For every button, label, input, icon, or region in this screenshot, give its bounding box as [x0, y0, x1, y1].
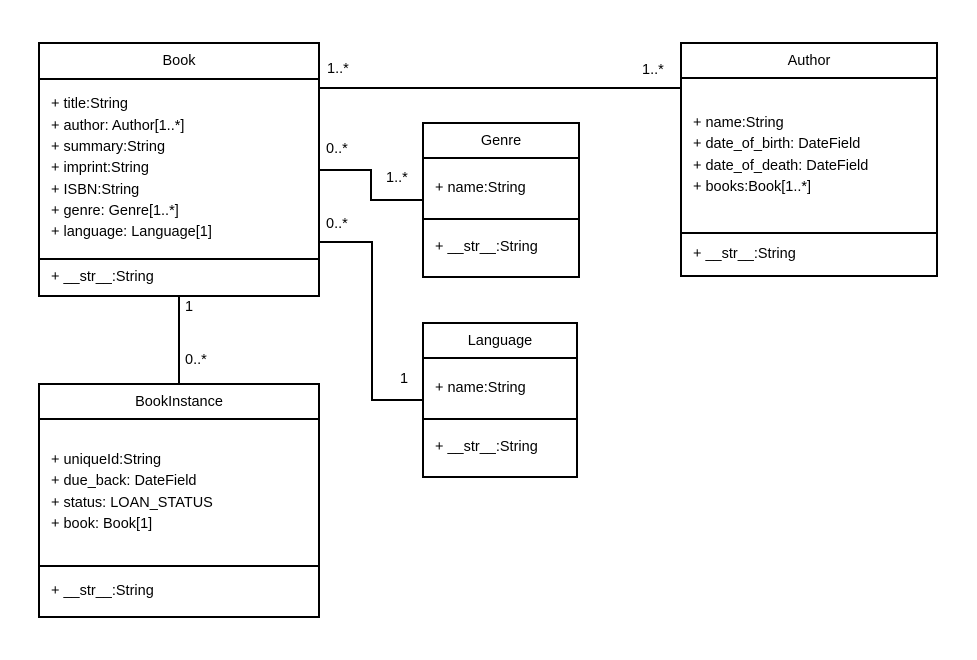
class-attribute: + book: Book[1] [51, 515, 153, 532]
class-attribute: + uniqueId:String [51, 451, 162, 468]
class-attribute: + date_of_birth: DateField [693, 136, 861, 153]
class-attribute: + status: LOAN_STATUS [51, 494, 213, 511]
association-line-book-language[interactable] [320, 241, 422, 401]
class-attribute: + due_back: DateField [51, 473, 197, 490]
class-attribute: + genre: Genre[1..*] [51, 202, 179, 219]
class-title: Language [467, 332, 533, 349]
class-attribute: + name:String [435, 179, 526, 196]
multiplicity-label-book-genre-target: 1..* [386, 170, 408, 186]
class-methods-section: + __str__:String [424, 418, 576, 476]
multiplicity-label-book-bookinstance-target: 0..* [185, 352, 207, 368]
class-method: + __str__:String [51, 268, 154, 285]
class-title: Author [787, 52, 831, 69]
class-attribute: + author: Author[1..*] [51, 117, 185, 134]
class-attribute: + title:String [51, 96, 128, 113]
class-attribute: + ISBN:String [51, 181, 140, 198]
class-attributes-section: + uniqueId:String + due_back: DateField … [40, 418, 318, 565]
class-methods-section: + __str__:String [682, 232, 936, 275]
class-title: Genre [480, 132, 522, 149]
class-box-language[interactable]: Language + name:String + __str__:String [422, 322, 578, 478]
class-box-bookinstance[interactable]: BookInstance + uniqueId:String + due_bac… [38, 383, 320, 618]
multiplicity-label-book-genre-source: 0..* [326, 141, 348, 157]
class-title: Book [162, 53, 196, 69]
class-attributes-section: + name:String + date_of_birth: DateField… [682, 77, 936, 232]
class-attribute: + books:Book[1..*] [693, 178, 812, 195]
class-attribute: + language: Language[1] [51, 224, 212, 241]
class-method: + __str__:String [693, 245, 796, 262]
class-method: + __str__:String [435, 239, 538, 256]
class-box-author[interactable]: Author + name:String + date_of_birth: Da… [680, 42, 938, 277]
class-attributes-section: + name:String [424, 357, 576, 418]
multiplicity-label-book-bookinstance-source: 1 [185, 299, 194, 315]
class-methods-section: + __str__:String [40, 565, 318, 616]
class-method: + __str__:String [51, 582, 154, 599]
multiplicity-label-book-language-target: 1 [400, 371, 409, 387]
class-box-book[interactable]: Book + title:String + author: Author[1..… [38, 42, 320, 297]
class-attribute: + summary:String [51, 139, 166, 156]
class-attribute: + name:String [693, 114, 784, 131]
class-attribute: + date_of_death: DateField [693, 157, 869, 174]
multiplicity-label-book-author-source: 1..* [327, 61, 349, 77]
multiplicity-label-book-author-target: 1..* [642, 62, 664, 78]
class-attribute: + imprint:String [51, 160, 149, 177]
class-methods-section: + __str__:String [424, 218, 578, 276]
class-title: BookInstance [135, 393, 223, 410]
class-attributes-section: + name:String [424, 157, 578, 218]
class-method: + __str__:String [435, 439, 538, 456]
class-attribute: + name:String [435, 379, 526, 396]
class-methods-section: + __str__:String [40, 258, 318, 295]
class-attributes-section: + title:String + author: Author[1..*] + … [40, 78, 318, 258]
association-line-book-genre[interactable] [320, 169, 422, 201]
multiplicity-label-book-language-source: 0..* [326, 216, 348, 232]
class-box-genre[interactable]: Genre + name:String + __str__:String [422, 122, 580, 278]
